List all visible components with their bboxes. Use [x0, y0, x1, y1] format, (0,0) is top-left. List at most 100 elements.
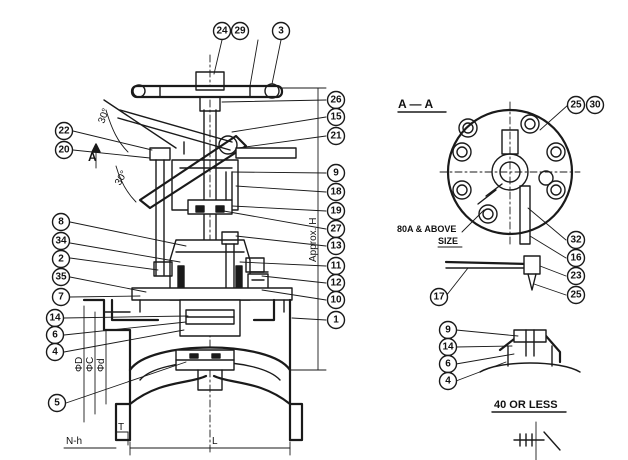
- callout-d9: 9: [438, 320, 458, 340]
- detail-callouts: 9 14 6 4: [438, 320, 458, 391]
- gland-assembly: [149, 147, 239, 276]
- handwheel: [130, 71, 284, 112]
- leader-lines: [63, 39, 327, 404]
- callout-32: 32: [566, 230, 586, 250]
- callout-3: 3: [271, 21, 291, 41]
- svg-text:23: 23: [570, 271, 582, 282]
- svg-text:29: 29: [234, 26, 246, 37]
- main-callouts: 24 29 3 26 15 21 22 20 9 18 19 27 8 34 1…: [45, 21, 346, 413]
- approx-height-label: Approx. H: [308, 218, 319, 262]
- dim-bore: Φd: [96, 358, 107, 372]
- svg-text:9: 9: [445, 325, 451, 336]
- bolt-pattern: [452, 114, 566, 224]
- detail-caption: 40 OR LESS: [494, 399, 558, 411]
- callout-8: 8: [51, 212, 71, 232]
- callout-26: 26: [326, 90, 346, 110]
- svg-text:17: 17: [433, 292, 445, 303]
- callout-6: 6: [45, 325, 65, 345]
- callout-25-bottom: 25: [566, 285, 586, 305]
- section-title: A — A: [398, 97, 433, 111]
- body-flange: [131, 287, 293, 337]
- callout-21: 21: [326, 126, 346, 146]
- svg-text:22: 22: [58, 126, 70, 137]
- svg-text:11: 11: [331, 261, 342, 272]
- callout-23: 23: [566, 266, 586, 286]
- dim-length: L: [212, 436, 218, 447]
- callout-7: 7: [51, 287, 71, 307]
- callout-25-top: 25: [566, 95, 586, 115]
- callout-10: 10: [326, 290, 346, 310]
- section-arrow-label: A: [88, 150, 97, 164]
- detail-40-or-less: 40 OR LESS: [455, 329, 581, 460]
- svg-text:13: 13: [330, 241, 342, 252]
- callout-35: 35: [51, 267, 71, 287]
- svg-text:12: 12: [330, 278, 342, 289]
- svg-text:21: 21: [330, 131, 342, 142]
- callout-9: 9: [326, 163, 346, 183]
- svg-text:35: 35: [55, 272, 67, 283]
- dim-thickness: T: [118, 422, 124, 433]
- callout-16: 16: [566, 248, 586, 268]
- dim-outer-diameter: ΦD: [74, 357, 85, 372]
- yoke-and-lever: [117, 109, 297, 210]
- callout-d4: 4: [438, 371, 458, 391]
- angle-bottom-label: 30°: [113, 169, 130, 188]
- callout-13: 13: [326, 236, 346, 256]
- callout-20: 20: [54, 140, 74, 160]
- svg-text:15: 15: [330, 112, 342, 123]
- valve-body: [82, 298, 304, 442]
- svg-text:7: 7: [58, 292, 64, 303]
- svg-text:18: 18: [330, 187, 342, 198]
- angle-top-label: 30°: [96, 107, 112, 125]
- svg-text:25: 25: [570, 100, 582, 111]
- dim-bolt-holes: N-h: [66, 436, 82, 447]
- section-a-a-view: A — A 80A & ABOVE SIZE: [397, 97, 581, 297]
- callout-1: 1: [326, 310, 346, 330]
- svg-text:24: 24: [216, 26, 228, 37]
- svg-text:2: 2: [58, 254, 64, 265]
- callout-2: 2: [51, 249, 71, 269]
- svg-text:9: 9: [333, 168, 339, 179]
- svg-text:14: 14: [49, 313, 61, 324]
- svg-text:5: 5: [54, 398, 60, 409]
- svg-text:20: 20: [58, 145, 70, 156]
- svg-text:30: 30: [589, 100, 601, 111]
- valve-main-view: A 30° 30° Approx. H ΦD ΦC Φd L T N-h: [63, 39, 327, 456]
- svg-text:34: 34: [55, 236, 67, 247]
- callout-14: 14: [45, 308, 65, 328]
- svg-text:6: 6: [445, 359, 451, 370]
- svg-text:8: 8: [58, 217, 64, 228]
- svg-text:1: 1: [333, 315, 339, 326]
- callout-29: 29: [230, 21, 250, 41]
- svg-text:4: 4: [52, 347, 58, 358]
- callout-4: 4: [45, 342, 65, 362]
- callout-27: 27: [326, 219, 346, 239]
- callout-12: 12: [326, 273, 346, 293]
- svg-text:14: 14: [442, 342, 454, 353]
- section-callouts: 25 30 32 16 23 25 17: [429, 95, 605, 307]
- callout-18: 18: [326, 182, 346, 202]
- callout-22: 22: [54, 121, 74, 141]
- size-note-2: SIZE: [438, 236, 458, 246]
- dimension-lines: [63, 87, 327, 456]
- callout-34: 34: [51, 231, 71, 251]
- svg-text:16: 16: [570, 253, 582, 264]
- callout-11: 11: [326, 256, 346, 276]
- callout-17: 17: [429, 287, 449, 307]
- callout-24: 24: [212, 21, 232, 41]
- svg-text:4: 4: [445, 376, 451, 387]
- svg-text:10: 10: [330, 295, 342, 306]
- svg-text:26: 26: [330, 95, 342, 106]
- callout-d14: 14: [438, 337, 458, 357]
- svg-text:32: 32: [570, 235, 582, 246]
- callout-d6: 6: [438, 354, 458, 374]
- svg-text:19: 19: [330, 206, 342, 217]
- callout-19: 19: [326, 201, 346, 221]
- angle-marks: [91, 99, 177, 203]
- svg-text:25: 25: [570, 290, 582, 301]
- svg-text:6: 6: [52, 330, 58, 341]
- callout-15: 15: [326, 107, 346, 127]
- svg-text:3: 3: [278, 26, 284, 37]
